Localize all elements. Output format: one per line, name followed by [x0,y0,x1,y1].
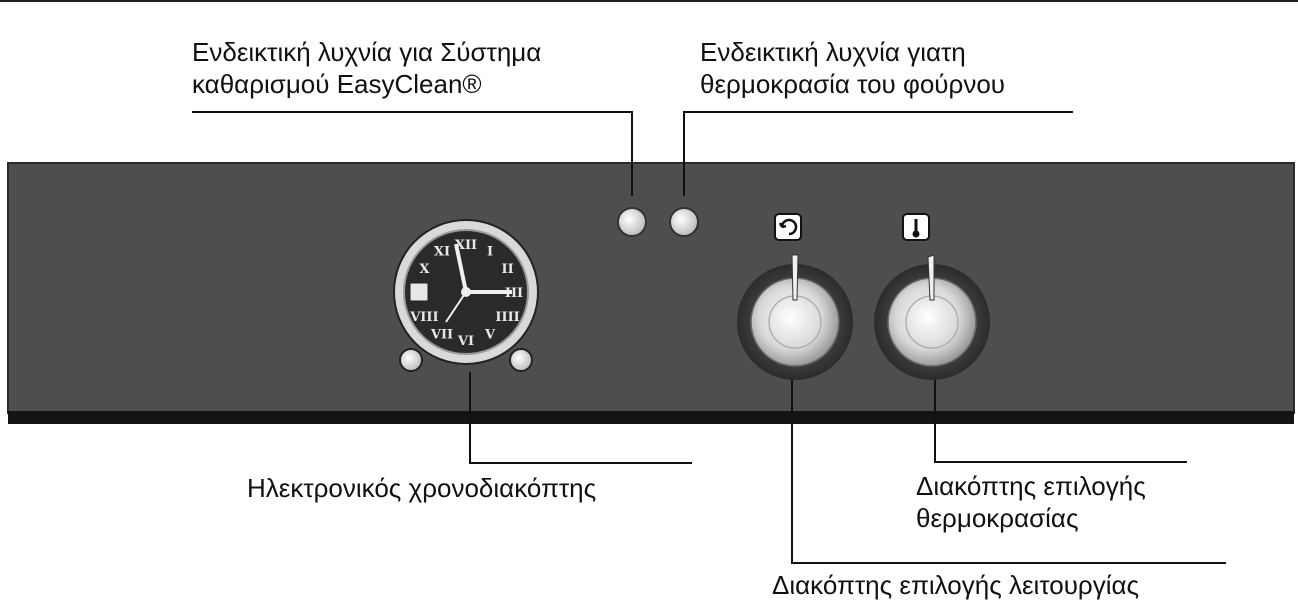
oven-temp-lamp-label: Ενδεικτική λυχνία γιατη θερμοκρασία του … [700,36,1005,100]
timer-callout-line [469,372,692,464]
electronic-timer: XIIIIIIIIIIIIVVIVIIVIIIIXXXI [393,219,539,372]
clock-numeral: VIII [409,310,438,325]
callout-lines [192,111,1226,564]
rotating-arrows-icon-glyph [778,218,798,236]
oven-temp-indicator-lamp [669,207,699,237]
control-panel [7,162,1295,414]
easyclean-lamp-label: Ενδεικτική λυχνία για Σύστημα καθαρισμού… [192,36,541,100]
timer-right-button[interactable] [509,348,533,372]
clock-minute-hand [454,243,468,293]
easyclean-lamp-label-line1: Ενδεικτική λυχνία για Σύστημα [192,37,542,67]
clock-second-hand [445,291,467,323]
easyclean-callout-line [192,111,633,196]
timer-label: Ηλεκτρονικός χρονοδιακόπτης [247,473,597,503]
clock-numeral: XII [455,238,477,253]
oven-temp-lamp-label-line2: θερμοκρασία του φούρνου [700,69,1005,99]
oven-temp-callout-line [683,111,1073,196]
clock-numeral: IIII [495,310,519,325]
clock-numeral: VI [457,334,474,349]
temperature-selector-knob[interactable] [874,213,990,380]
control-panel-bottom-edge [8,411,1294,424]
temp-selector-label: Διακόπτης επιλογής θερμοκρασίας [916,470,1146,534]
rotating-arrows-icon [774,213,802,241]
function-selector-callout-line [791,375,1226,564]
clock-numeral: X [419,262,430,277]
clock-numeral: V [484,328,496,343]
temp-selector-callout-line [934,372,1187,463]
temp-selector-label-line1: Διακόπτης επιλογής [916,471,1146,501]
clock-numeral: I [487,244,493,259]
thermometer-icon-bulb [912,230,920,238]
clock-numeral: XI [434,244,450,259]
timer-function-icon [409,282,429,302]
easyclean-indicator-lamp [617,207,647,237]
clock-numeral: VII [430,328,453,343]
function-selector-label: Διακόπτης επιλογής λειτουργίας [772,570,1140,600]
clock-numeral: II [502,262,514,277]
clock-center [461,287,471,297]
timer-left-button[interactable] [399,348,423,372]
function-knob-pointer [791,254,799,301]
easyclean-lamp-label-line2: καθαρισμού EasyClean® [192,69,482,99]
oven-temp-lamp-label-line1: Ενδεικτική λυχνία γιατη [700,37,966,67]
temp-selector-label-line2: θερμοκρασίας [916,503,1079,533]
clock-numeral: III [505,286,523,301]
function-selector-knob[interactable] [737,213,853,380]
temperature-knob-pointer [927,254,935,301]
